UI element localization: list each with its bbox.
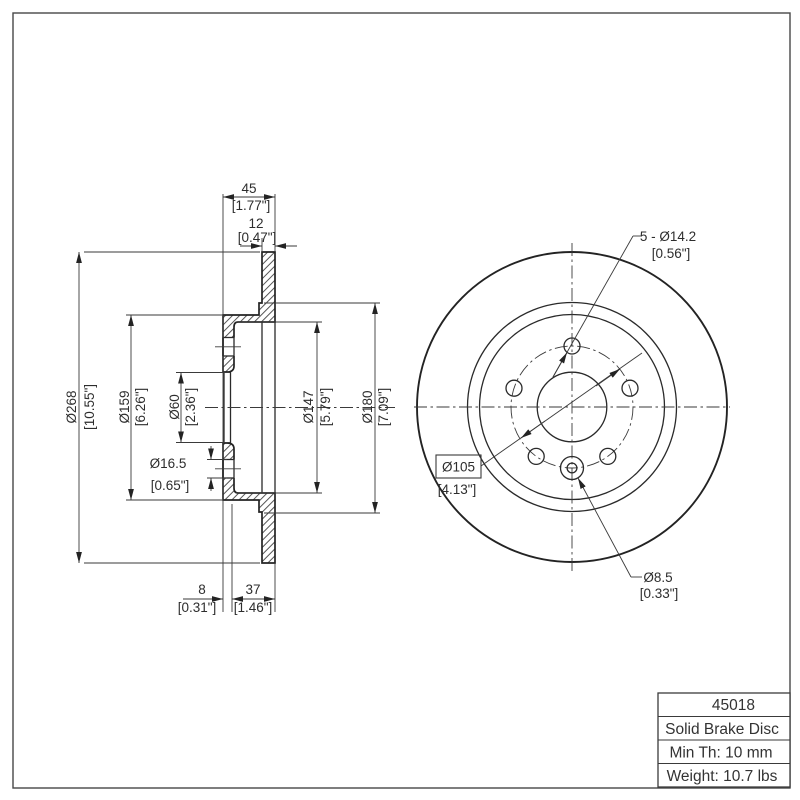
dim-width-mm: 45 [241,181,256,196]
bolt-circle-dim-box [435,454,482,479]
front-view: 5 - Ø14.2 [0.56"] Ø105 [4.13"] Ø8.5 [0.3… [414,229,730,601]
min-thickness: Min Th: 10 mm [669,745,772,762]
section-view: 45 [1.77"] 12 [0.47"] Ø268 [10.55"] Ø159… [64,181,395,615]
label-bolt-circle-mm: Ø105 [442,460,475,475]
dim-step-dia-in: [7.09"] [376,388,391,427]
part-description: Solid Brake Disc [665,721,779,738]
dim-hat-thickness-in: [0.31"] [178,600,217,615]
screw-hole-chamfer [559,455,585,481]
label-bolt-holes-mm: 5 - Ø14.2 [640,229,696,244]
extension-lines [84,194,380,612]
page-border [12,12,791,789]
dim-lug-hole-in: [0.65"] [151,478,190,493]
bolt-circle-leader [480,352,643,467]
label-screw-hole-mm: Ø8.5 [643,570,672,585]
label-screw-hole-in: [0.33"] [640,586,679,601]
dimension-lines [76,194,378,602]
dim-hat-dia-in: [6.26"] [133,388,148,427]
label-bolt-circle-in: [4.13"] [438,482,477,497]
bolt-hole-leader [552,235,642,378]
dim-hat-dia-mm: Ø159 [117,390,132,423]
dim-hat-thickness-mm: 8 [198,582,206,597]
screw-hole-leader [577,477,642,578]
dim-hat-depth-in: [1.46"] [234,600,273,615]
dim-thickness-mm: 12 [248,216,263,231]
dim-hat-depth-mm: 37 [245,582,260,597]
bolt-holes [505,337,639,466]
dim-center-bore-in: [2.36"] [183,388,198,427]
dim-inner-dia-in: [5.79"] [318,388,333,427]
dim-thickness-in: [0.47"] [238,230,277,245]
dim-step-dia-mm: Ø180 [360,390,375,423]
label-bolt-holes-in: [0.56"] [652,246,691,261]
screw-hole [566,462,578,474]
weight: Weight: 10.7 lbs [667,768,778,785]
title-block: 45018 Solid Brake Disc Min Th: 10 mm Wei… [657,692,791,788]
part-number: 45018 [712,697,755,714]
dim-outer-dia-mm: Ø268 [64,390,79,423]
dim-inner-dia-mm: Ø147 [301,390,316,423]
dim-lug-hole-mm: Ø16.5 [150,456,187,471]
dim-outer-dia-in: [10.55"] [82,384,97,430]
dim-width-in: [1.77"] [232,198,271,213]
dim-center-bore-mm: Ø60 [167,394,182,420]
